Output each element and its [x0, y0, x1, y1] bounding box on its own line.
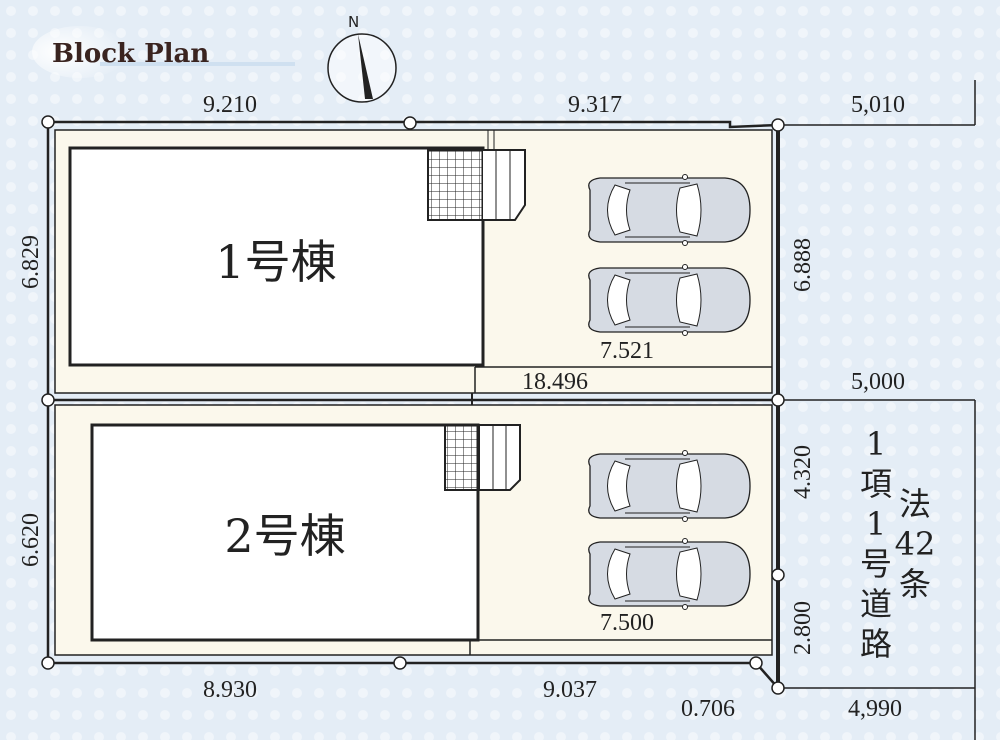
- svg-text:7.500: 7.500: [600, 610, 654, 636]
- svg-text:1: 1: [866, 425, 886, 463]
- svg-text:道: 道: [860, 585, 892, 623]
- car-icon: [588, 537, 751, 611]
- svg-text:9.210: 9.210: [203, 92, 257, 118]
- house-1-porch: [427, 149, 484, 221]
- svg-text:号: 号: [860, 545, 892, 583]
- svg-text:5,000: 5,000: [851, 369, 905, 395]
- car-icon: [588, 449, 751, 523]
- boundary-marker: [41, 656, 55, 670]
- svg-text:1: 1: [866, 505, 886, 543]
- page-title: Block Plan: [52, 39, 209, 69]
- boundary-marker: [771, 118, 785, 132]
- house-2-steps: [480, 424, 521, 491]
- svg-text:0.706: 0.706: [681, 696, 735, 722]
- boundary-marker: [393, 656, 407, 670]
- svg-text:6.829: 6.829: [18, 235, 44, 289]
- title-badge: Block Plan: [32, 26, 295, 78]
- road-label-column-2: 法 42 条: [895, 485, 936, 603]
- house-1-building: [68, 146, 485, 367]
- boundary-marker: [41, 115, 55, 129]
- svg-text:項: 項: [860, 465, 892, 503]
- svg-text:6.620: 6.620: [18, 513, 44, 567]
- house-1-label: 1号棟: [215, 235, 336, 289]
- svg-text:7.521: 7.521: [600, 338, 654, 364]
- road: 1 項 1 号 道 路 法 42 条: [778, 80, 976, 740]
- boundary-markers: [41, 115, 785, 695]
- svg-text:2.800: 2.800: [790, 601, 816, 655]
- house-2-building: [90, 423, 480, 642]
- svg-text:18.496: 18.496: [522, 369, 588, 395]
- svg-text:9.317: 9.317: [568, 92, 622, 118]
- svg-text:4.320: 4.320: [790, 445, 816, 499]
- dimension-labels: 9.210 9.317 5,010 6.829 6.888 7.521 18.4…: [18, 92, 905, 722]
- car-icon: [588, 173, 751, 247]
- boundary-marker: [41, 393, 55, 407]
- boundary-marker: [749, 656, 763, 670]
- house-2-label: 2号棟: [224, 509, 345, 563]
- lot-2: 2号棟: [54, 404, 773, 656]
- svg-text:6.888: 6.888: [790, 238, 816, 292]
- house-2-porch: [444, 424, 481, 491]
- svg-text:路: 路: [860, 625, 892, 663]
- svg-text:法: 法: [899, 485, 931, 523]
- svg-text:4,990: 4,990: [848, 696, 902, 722]
- svg-text:42: 42: [895, 525, 936, 563]
- compass-label: N: [348, 13, 359, 31]
- svg-text:9.037: 9.037: [543, 677, 597, 703]
- boundary-marker: [403, 116, 417, 130]
- north-arrow-icon: N: [327, 13, 397, 103]
- lot-1: 1号棟: [54, 129, 773, 394]
- boundary-marker: [771, 393, 785, 407]
- boundary-marker: [771, 568, 785, 582]
- boundary-marker: [771, 681, 785, 695]
- house-1-steps: [483, 149, 526, 221]
- svg-text:8.930: 8.930: [203, 677, 257, 703]
- svg-text:5,010: 5,010: [851, 92, 905, 118]
- road-label-column-1: 1 項 1 号 道 路: [860, 425, 892, 663]
- car-icon: [588, 263, 751, 337]
- svg-text:条: 条: [899, 565, 931, 603]
